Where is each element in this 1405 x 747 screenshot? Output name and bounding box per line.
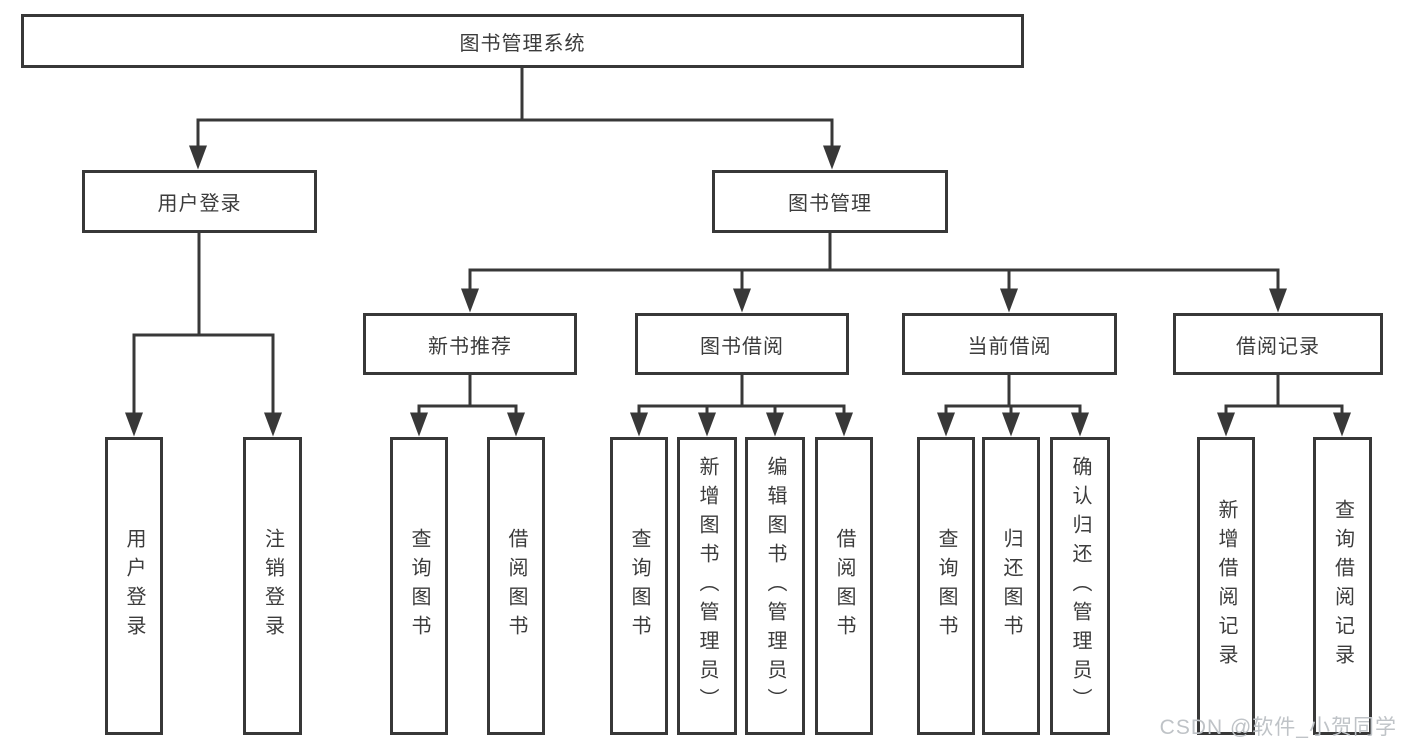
leaf-recommend-query-books: 查询图书	[390, 437, 448, 735]
leaf-user-login: 用户登录	[105, 437, 163, 735]
leaf-edit-books-admin: 编辑图书（管理员）	[745, 437, 805, 735]
node-book-management-branch: 图书管理	[712, 170, 948, 233]
leaf-recommend-borrow-books-label: 借阅图书	[505, 528, 527, 644]
node-user-login-branch: 用户登录	[82, 170, 317, 233]
leaf-add-books-admin-label: 新增图书（管理员）	[696, 455, 718, 717]
node-book-borrow-label: 图书借阅	[700, 335, 784, 358]
node-new-book-recommend: 新书推荐	[363, 313, 577, 375]
node-new-book-recommend-label: 新书推荐	[428, 335, 512, 358]
leaf-user-login-label: 用户登录	[123, 528, 145, 644]
node-book-borrow: 图书借阅	[635, 313, 849, 375]
node-borrow-records-label: 借阅记录	[1236, 335, 1320, 358]
leaf-logout-label: 注销登录	[261, 528, 284, 644]
leaf-add-books-admin: 新增图书（管理员）	[677, 437, 737, 735]
node-book-management-branch-label: 图书管理	[788, 193, 872, 215]
node-root-label: 图书管理系统	[459, 32, 586, 55]
leaf-return-books: 归还图书	[982, 437, 1040, 735]
leaf-edit-books-admin-label: 编辑图书（管理员）	[764, 455, 786, 717]
leaf-current-query-books: 查询图书	[917, 437, 975, 735]
node-current-borrow-label: 当前借阅	[967, 335, 1052, 358]
leaf-add-borrow-record: 新增借阅记录	[1197, 437, 1255, 735]
leaf-logout: 注销登录	[243, 437, 302, 735]
leaf-confirm-return-admin: 确认归还（管理员）	[1050, 437, 1110, 735]
leaf-recommend-query-books-label: 查询图书	[408, 528, 430, 644]
leaf-confirm-return-admin-label: 确认归还（管理员）	[1069, 455, 1091, 717]
leaf-query-borrow-record-label: 查询借阅记录	[1331, 499, 1354, 673]
csdn-watermark: CSDN @软件_小贺同学	[1159, 716, 1397, 739]
node-root: 图书管理系统	[21, 14, 1024, 68]
leaf-borrow-books: 借阅图书	[815, 437, 873, 735]
leaf-borrow-books-label: 借阅图书	[833, 528, 855, 644]
node-user-login-branch-label: 用户登录	[157, 193, 242, 215]
leaf-query-borrow-record: 查询借阅记录	[1313, 437, 1372, 735]
node-current-borrow: 当前借阅	[902, 313, 1117, 375]
leaf-add-borrow-record-label: 新增借阅记录	[1215, 499, 1237, 673]
leaf-current-query-books-label: 查询图书	[935, 528, 957, 644]
leaf-borrow-query-books-label: 查询图书	[628, 528, 650, 644]
leaf-borrow-query-books: 查询图书	[610, 437, 668, 735]
leaf-return-books-label: 归还图书	[1000, 528, 1022, 644]
node-borrow-records: 借阅记录	[1173, 313, 1383, 375]
leaf-recommend-borrow-books: 借阅图书	[487, 437, 545, 735]
